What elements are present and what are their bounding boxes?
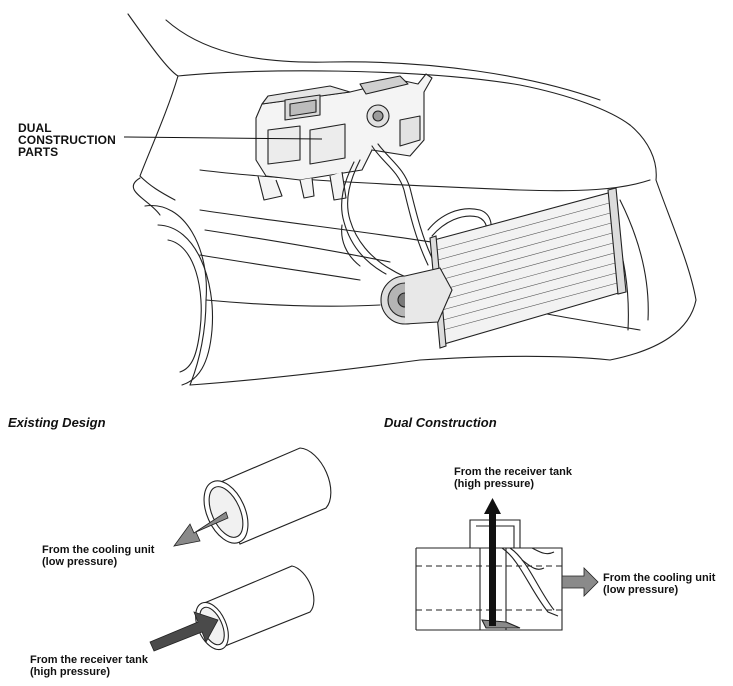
compressor — [380, 267, 453, 325]
callout-label-line1: DUAL — [18, 121, 52, 135]
dual-receiver-label-line2: (high pressure) — [454, 478, 535, 490]
dual-receiver-label-line1: From the receiver tank — [454, 466, 572, 478]
high-pressure-arrow — [149, 611, 219, 652]
dual-cooling-label-line1: From the cooling unit — [603, 572, 716, 584]
existing-cooling-label-line2: (low pressure) — [42, 556, 118, 568]
low-pressure-arrow — [173, 511, 229, 547]
callout-leader-line — [123, 136, 323, 140]
callout-label-line2: CONSTRUCTION — [18, 133, 116, 147]
dual-construction-title: Dual Construction — [384, 415, 497, 430]
existing-receiver-label-line1: From the receiver tank — [30, 654, 148, 666]
dual-cooling-label-line2: (low pressure) — [603, 584, 679, 596]
lower-tube — [195, 565, 315, 651]
hvac-unit — [255, 73, 433, 201]
dual-high-pressure-arrow — [484, 498, 501, 626]
callout-label-line3: PARTS — [18, 145, 59, 159]
existing-receiver-label-line2: (high pressure) — [30, 666, 111, 678]
dual-low-pressure-arrow — [561, 567, 599, 597]
upper-tube — [203, 447, 332, 545]
existing-cooling-label-line1: From the cooling unit — [42, 544, 155, 556]
condenser — [429, 187, 627, 349]
existing-design-title: Existing Design — [8, 415, 106, 430]
car-outline — [127, 13, 697, 386]
